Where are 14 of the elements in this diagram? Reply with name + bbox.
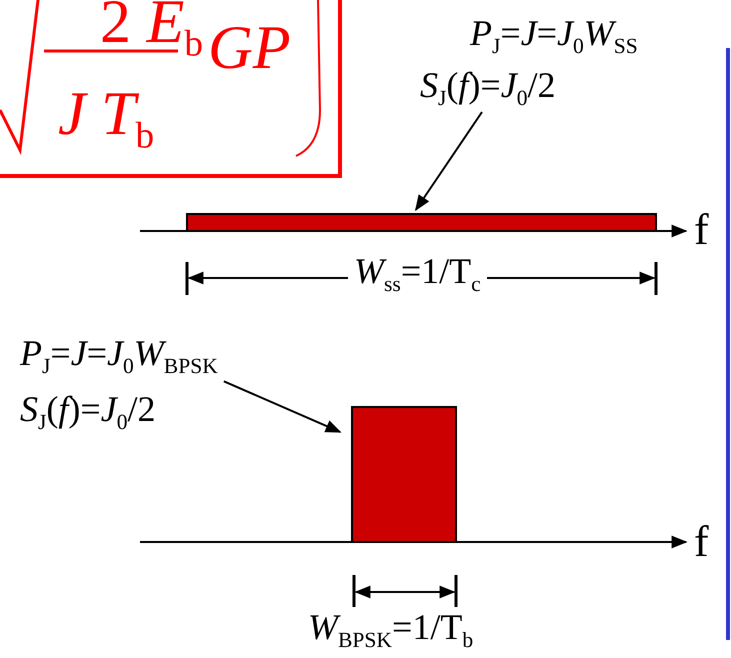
dimension-label: W$_{BPSK}$=1/T$_{b}$	[308, 608, 474, 653]
spectrum-bar	[351, 406, 457, 543]
formula-text: P$_{J}$=J=J$_{0}$W$_{SS}$	[470, 14, 638, 59]
formula-text: 2 E$_{b}$	[100, 0, 203, 66]
formula-text: J T$_{b}$	[58, 80, 154, 158]
spectrum-bar	[186, 213, 657, 232]
formula-text: S$_{J}$(f)=J$_{0}$/2	[420, 66, 556, 111]
axis-label: f	[694, 206, 709, 254]
leader-arrow	[414, 111, 483, 212]
axis-label: f	[694, 518, 709, 566]
formula-text: GP	[208, 14, 291, 82]
formula-text: P$_{J}$=J=J$_{0}$W$_{BPSK}$	[20, 334, 218, 379]
formula-text: S$_{J}$(f)=J$_{0}$/2	[20, 390, 156, 435]
leader-arrow	[223, 380, 342, 433]
